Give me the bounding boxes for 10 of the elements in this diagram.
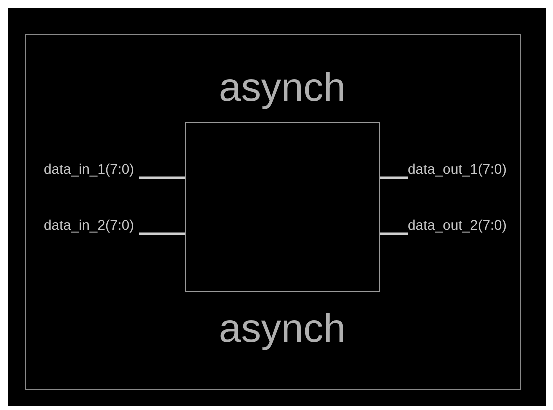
pin-label: data_out_1(7:0) [408, 160, 507, 178]
pin-line [139, 176, 185, 180]
pin-label: data_in_1(7:0) [44, 160, 134, 178]
pin-line [380, 232, 408, 236]
pin-label: data_in_2(7:0) [44, 216, 134, 234]
pin-line [380, 176, 408, 180]
module-name: asynch [219, 68, 346, 108]
pin-line [139, 232, 185, 236]
module-name: asynch [219, 309, 346, 349]
pin-label: data_out_2(7:0) [408, 216, 507, 234]
